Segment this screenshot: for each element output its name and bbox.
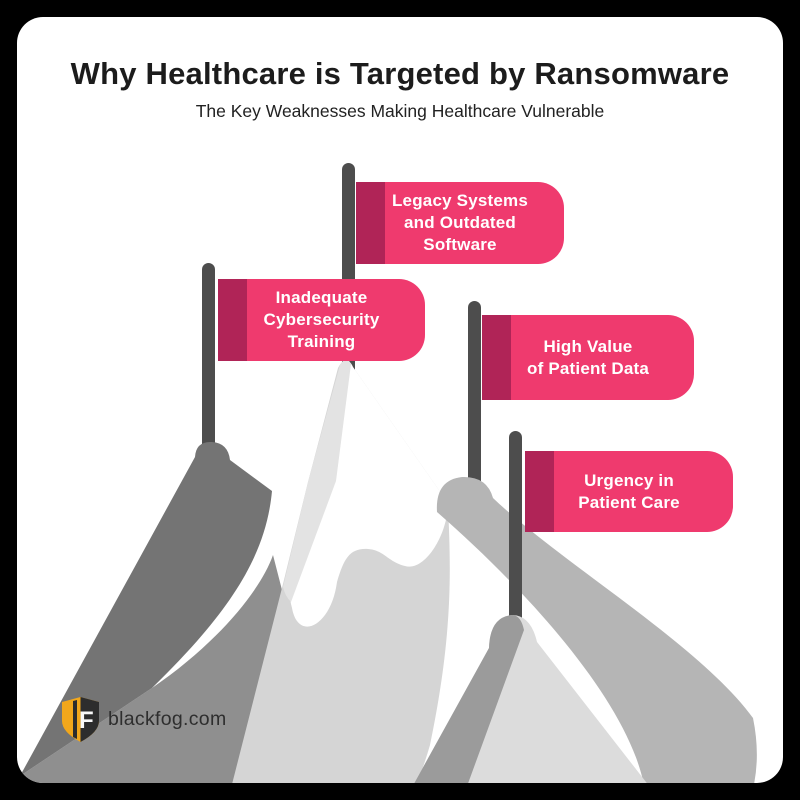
flag-dark-strip	[525, 451, 554, 532]
blackfog-shield-icon: F	[62, 697, 99, 742]
flagpole-3	[468, 301, 481, 506]
website-text: blackfog.com	[108, 708, 227, 730]
mountain-medium-wedge	[17, 555, 308, 783]
mountain-illustration	[17, 163, 757, 783]
flag-high-value-data: High Value of Patient Data	[482, 315, 694, 400]
flagpole-2	[202, 263, 215, 453]
page-subtitle: The Key Weaknesses Making Healthcare Vul…	[195, 101, 605, 121]
flag-dark-strip	[482, 315, 511, 400]
infographic-canvas: Why Healthcare is Targeted by Ransomware…	[17, 17, 783, 783]
flag-legacy-systems: Legacy Systems and Outdated Software	[356, 182, 564, 264]
mountain-left-face	[283, 359, 351, 602]
footer-branding: F blackfog.com	[62, 697, 227, 742]
flag-label: Urgency in Patient Care	[578, 470, 680, 512]
flag-label: High Value of Patient Data	[526, 336, 650, 378]
page-title: Why Healthcare is Targeted by Ransomware	[70, 56, 730, 91]
dark-ridge-band	[20, 441, 272, 776]
flagpole-4	[509, 431, 522, 627]
flag-urgency-care: Urgency in Patient Care	[525, 451, 733, 532]
flag-dark-strip	[218, 279, 247, 361]
infographic-card: Why Healthcare is Targeted by Ransomware…	[17, 17, 783, 783]
svg-text:F: F	[79, 707, 94, 734]
flag-inadequate-training: Inadequate Cybersecurity Training	[218, 279, 425, 361]
flag-label: Legacy Systems and Outdated Software	[391, 191, 529, 254]
snow-cap	[288, 360, 448, 627]
flag-label: Inadequate Cybersecurity Training	[263, 288, 380, 351]
flag-dark-strip	[356, 182, 385, 264]
right-mountain-band	[414, 615, 524, 783]
